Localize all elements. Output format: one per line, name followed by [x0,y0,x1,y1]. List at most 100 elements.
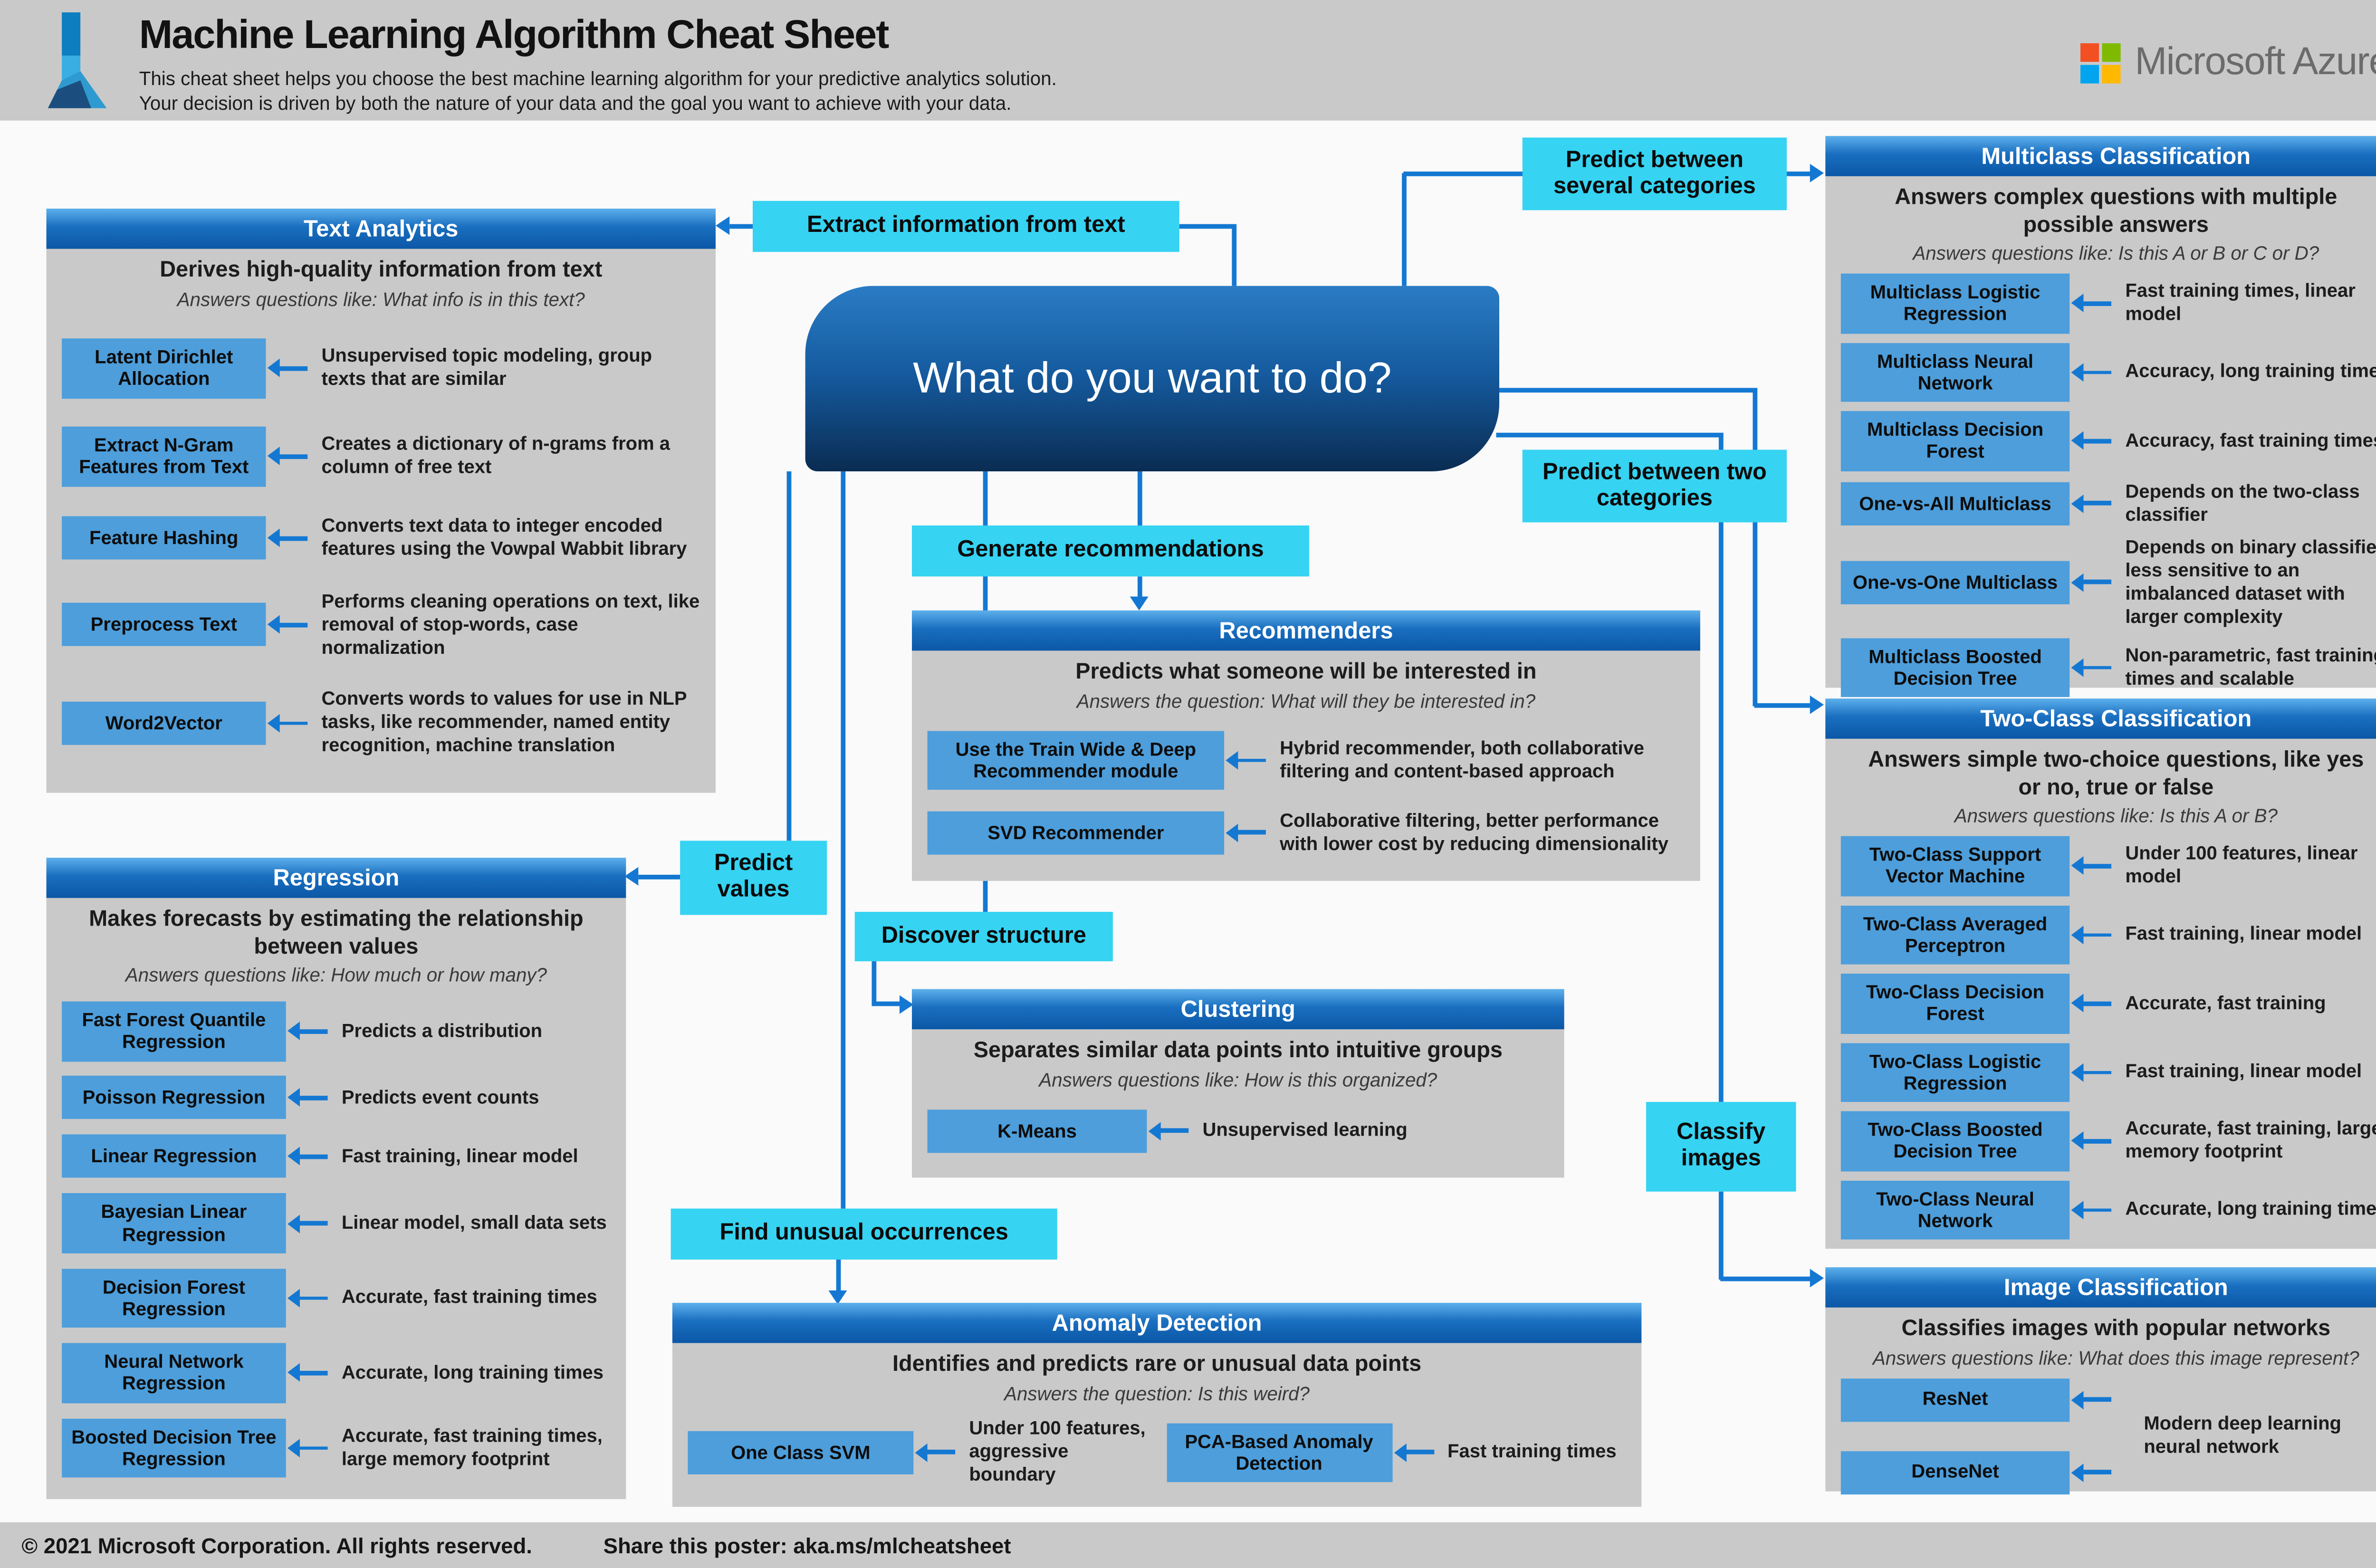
arrowhead-icon [1810,163,1824,182]
left-arrow-icon [287,1090,328,1106]
left-arrow-icon [2071,432,2112,449]
left-arrow-icon [2071,1133,2112,1149]
algorithm-chip: Neural Network Regression [62,1343,286,1403]
connector-line [786,471,792,841]
left-arrow-icon [267,360,308,376]
algorithm-description: Under 100 features, aggressive boundary [969,1417,1146,1486]
algorithm-rows: Use the Train Wide & Deep Recommender mo… [927,717,1685,870]
central-question-text: What do you want to do? [913,354,1392,402]
algorithm-description: Modern deep learning neural network [2144,1413,2341,1458]
flow-label-generate-recommendations: Generate recommendations [912,525,1309,577]
algorithm-description: Collaborative filtering, better performa… [1280,809,1669,854]
panel-title-regression: Regression [46,858,626,898]
left-arrow-icon [267,530,308,546]
left-arrow-icon [1148,1122,1189,1139]
arrowhead-icon [1810,695,1824,714]
connector-line [872,1001,901,1006]
panel-question: Answers questions like: How much or how … [125,965,547,986]
algorithm-row: Multiclass Logistic Regression Fast train… [1840,274,2376,334]
azure-ml-flask-logo-icon [48,12,107,108]
algorithm-chip: Fast Forest Quantile Regression [62,1001,286,1061]
logo-square-green [2102,42,2121,61]
algorithm-description: Fast training times, linear model [2125,280,2356,325]
left-arrow-icon [2071,364,2112,380]
left-arrow-icon [2071,858,2112,874]
connector-line [836,1258,841,1292]
central-question-box: What do you want to do? [805,286,1500,472]
algorithm-description: Accuracy, long training times [2125,361,2376,382]
panel-question: Answers questions like: Is this A or B? [1954,805,2278,827]
panel-title-recommenders: Recommenders [912,610,1700,651]
panel-title-image-classification: Image Classification [1825,1267,2376,1308]
algorithm-description: Accurate, fast training, large memory fo… [2125,1118,2376,1163]
connector-line [872,961,877,1005]
algorithm-description: Depends on the two-class classifier [2125,480,2360,525]
connector-line [1787,172,1812,176]
microsoft-logo-icon [2080,42,2121,83]
share-text: Share this poster: aka.ms/mlcheatsheet [603,1533,1011,1558]
flow-label-discover-structure: Discover structure [854,912,1113,962]
arrowhead-icon [828,1290,847,1305]
algorithm-description: Creates a dictionary of n-grams from a c… [321,433,671,478]
algorithm-chip: Use the Train Wide & Deep Recommender mo… [927,731,1225,791]
left-arrow-icon [287,1290,328,1306]
panel-heading: Classifies images with popular networks [1901,1317,2331,1342]
copyright-text: © 2021 Microsoft Corporation. All rights… [21,1533,532,1558]
panel-heading: Predicts what someone will be interested… [1075,660,1537,685]
panel-body: Answers simple two-choice questions, lik… [1825,739,2376,1255]
panel-question: Answers questions like: How is this orga… [1039,1069,1437,1090]
algorithm-description: Predicts event counts [341,1086,539,1109]
left-arrow-icon [2071,1064,2112,1080]
algorithm-description: Accuracy, fast training times [2125,429,2376,451]
page-title: Machine Learning Algorithm Cheat Sheet [139,10,890,57]
connector-line [1496,388,1758,393]
algorithm-description: Unsupervised learning [1202,1119,1408,1141]
algorithm-description: Depends on binary classifier, less sensi… [2125,535,2376,627]
algorithm-description: Fast training, linear model [2125,1061,2362,1083]
algorithm-chip: Multiclass Logistic Regression [1840,274,2070,334]
algorithm-rows: K-Means Unsupervised learning [927,1095,1549,1167]
panel-body: Separates similar data points into intui… [912,1029,1564,1177]
panel-heading: Makes forecasts by estimating the relati… [89,907,584,959]
algorithm-description: Linear model, small data sets [341,1212,607,1233]
algorithm-description: Non-parametric, fast training times and … [2125,644,2376,689]
algorithm-chip: K-Means [927,1109,1147,1153]
algorithm-description: Performs cleaning operations on text, li… [321,590,700,658]
connector-line [729,224,753,229]
algorithm-chip: ResNet [1840,1377,2070,1421]
algorithm-chip: Multiclass Neural Network [1840,342,2070,402]
panel-heading: Identifies and predicts rare or unusual … [892,1352,1422,1377]
logo-square-yellow [2102,64,2121,83]
algorithm-rows: Multiclass Logistic Regression Fast train… [1840,269,2376,702]
connector-line [1402,173,1407,286]
left-arrow-icon [267,448,308,465]
connector-line [1720,1276,1812,1281]
algorithm-chip: SVD Recommender [927,811,1225,854]
left-arrow-icon [2071,1463,2112,1480]
logo-square-red [2080,42,2099,61]
algorithm-description: Unsupervised topic modeling, group texts… [321,345,652,390]
connector-line [1137,576,1142,598]
arrowhead-icon [624,867,639,886]
